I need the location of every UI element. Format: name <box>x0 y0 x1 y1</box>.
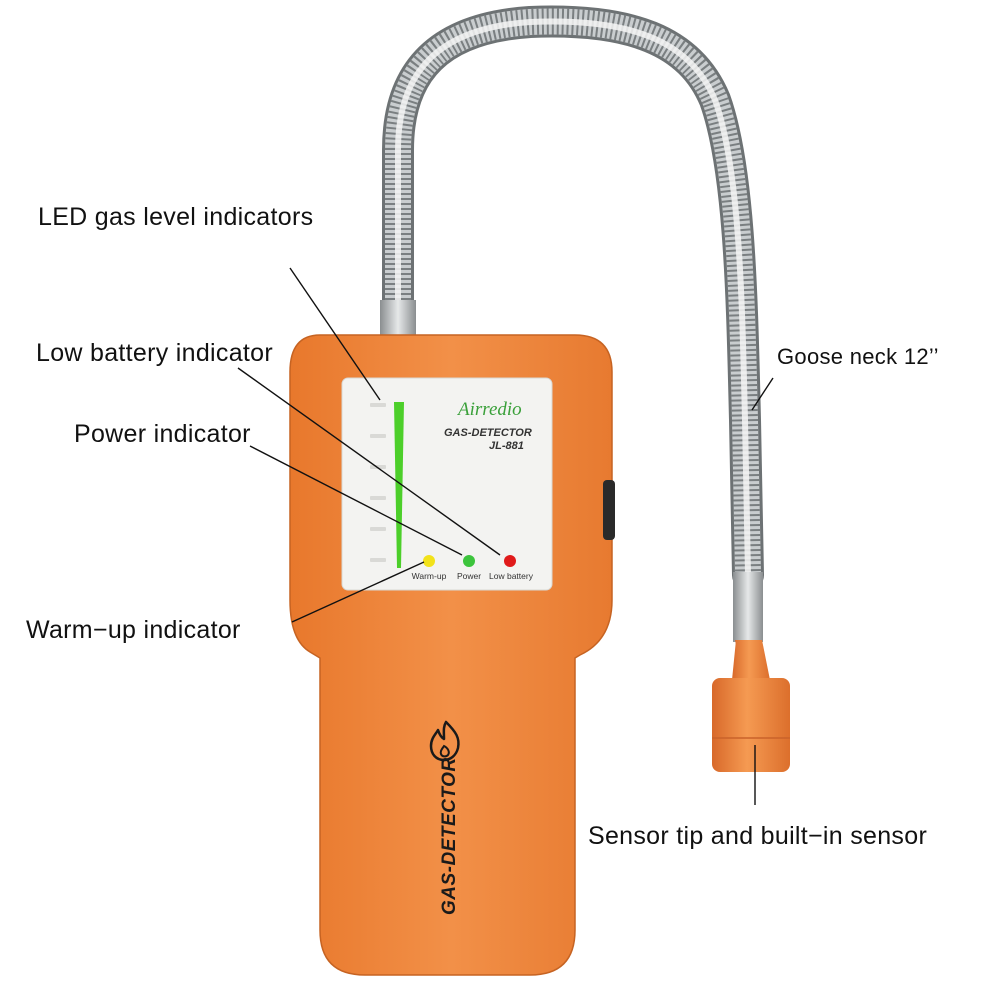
low-battery-light <box>504 555 516 567</box>
side-label: GAS-DETECTOR <box>439 757 460 915</box>
front-panel: Airredio GAS-DETECTOR JL-881 Warm-up Pow… <box>341 377 553 591</box>
power-light <box>463 555 475 567</box>
power-label: Power <box>457 571 481 581</box>
low-battery-label: Low battery <box>489 571 534 581</box>
model-line-2: JL-881 <box>489 440 524 452</box>
callout-low-battery: Low battery indicator <box>36 339 273 367</box>
sensor-tip <box>712 640 790 772</box>
callout-power: Power indicator <box>74 420 251 448</box>
gas-level-bar <box>394 402 404 568</box>
led-gas-level-indicators <box>370 403 386 562</box>
warm-up-label: Warm-up <box>412 571 447 581</box>
flame-icon <box>429 720 460 762</box>
model-line-1: GAS-DETECTOR <box>444 427 532 439</box>
callout-led-gas-level: LED gas level indicators <box>38 203 313 231</box>
callout-goose-neck: Goose neck 12’’ <box>777 344 939 369</box>
callout-warm-up: Warm−up indicator <box>26 616 241 644</box>
brand-logo: Airredio <box>456 399 522 420</box>
goose-neck <box>380 5 764 642</box>
callout-sensor-tip: Sensor tip and built−in sensor <box>588 822 927 850</box>
leader-lines <box>237 267 774 805</box>
warm-up-light <box>423 555 435 567</box>
